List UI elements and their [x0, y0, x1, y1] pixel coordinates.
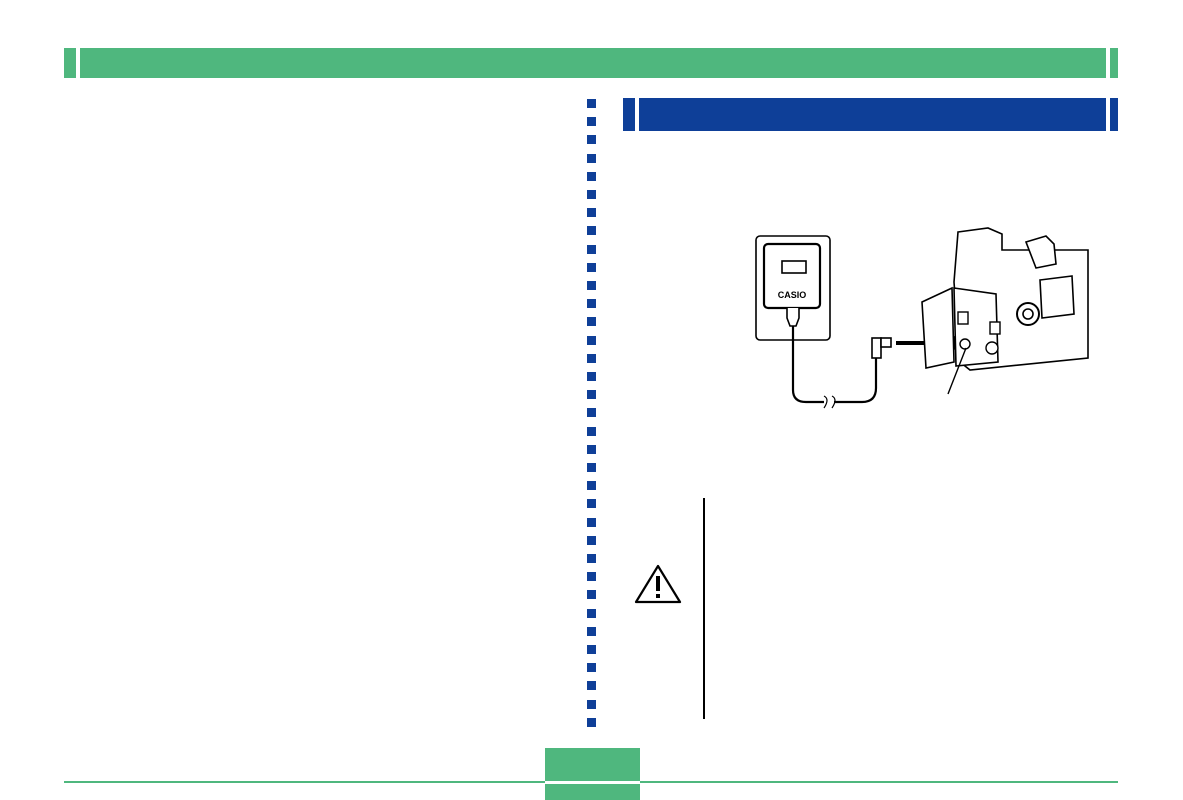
dc-plug-tip: [880, 337, 892, 348]
divider-dot: [587, 645, 596, 654]
divider-dot: [587, 590, 596, 599]
divider-dot: [587, 117, 596, 126]
divider-dot: [587, 408, 596, 417]
divider-dot: [587, 572, 596, 581]
camera-lcd: [1039, 275, 1075, 319]
dc-plug-body: [871, 337, 882, 359]
terminal-leader-line: [947, 347, 967, 395]
divider-dot: [587, 154, 596, 163]
divider-dot: [587, 499, 596, 508]
adaptor-label-window: [781, 260, 807, 274]
divider-dot: [587, 226, 596, 235]
divider-dot: [587, 663, 596, 672]
divider-dot: [587, 372, 596, 381]
terminal-port-2: [989, 321, 1001, 335]
divider-dot: [587, 609, 596, 618]
divider-dot: [587, 135, 596, 144]
section-bar-notch-left: [635, 98, 639, 131]
adaptor-plug-neck: [786, 308, 800, 327]
divider-dot: [587, 281, 596, 290]
camera-viewfinder: [1024, 235, 1057, 269]
divider-dot: [587, 245, 596, 254]
section-bar-notch-right: [1106, 98, 1110, 131]
divider-dot: [587, 390, 596, 399]
divider-dot: [587, 190, 596, 199]
divider-dot: [587, 317, 596, 326]
ac-adaptor-illustration: CASIO: [755, 227, 1089, 409]
cable-break-mark: [823, 395, 836, 409]
terminal-cover: [921, 286, 955, 369]
divider-dot: [587, 263, 596, 272]
caution-vertical-rule: [703, 498, 705, 719]
terminal-port-3: [985, 341, 999, 355]
divider-dot: [587, 427, 596, 436]
adaptor-cable: [791, 326, 878, 404]
header-bar-notch-right: [1106, 48, 1110, 78]
divider-dot: [587, 172, 596, 181]
divider-dot: [587, 299, 596, 308]
divider-dot: [587, 518, 596, 527]
divider-dot: [587, 208, 596, 217]
adaptor-brand-text: CASIO: [778, 290, 807, 300]
header-bar-notch-left: [76, 48, 80, 78]
top-header-bar: [64, 48, 1118, 78]
divider-dot: [587, 336, 596, 345]
divider-dot: [587, 536, 596, 545]
warning-triangle-icon: [634, 564, 682, 604]
dc-in-terminal: [959, 338, 971, 350]
page-number-tab: [545, 748, 640, 800]
page-tab-divider: [545, 781, 640, 784]
terminal-port-1: [957, 311, 969, 325]
divider-dot: [587, 700, 596, 709]
column-divider: [587, 99, 596, 731]
divider-dot: [587, 354, 596, 363]
section-header-bar: [623, 98, 1118, 131]
divider-dot: [587, 99, 596, 108]
divider-dot: [587, 463, 596, 472]
divider-dot: [587, 627, 596, 636]
divider-dot: [587, 681, 596, 690]
camera-dial-inner: [1022, 308, 1034, 320]
divider-dot: [587, 445, 596, 454]
divider-dot: [587, 481, 596, 490]
divider-dot: [587, 554, 596, 563]
divider-dot: [587, 718, 596, 727]
